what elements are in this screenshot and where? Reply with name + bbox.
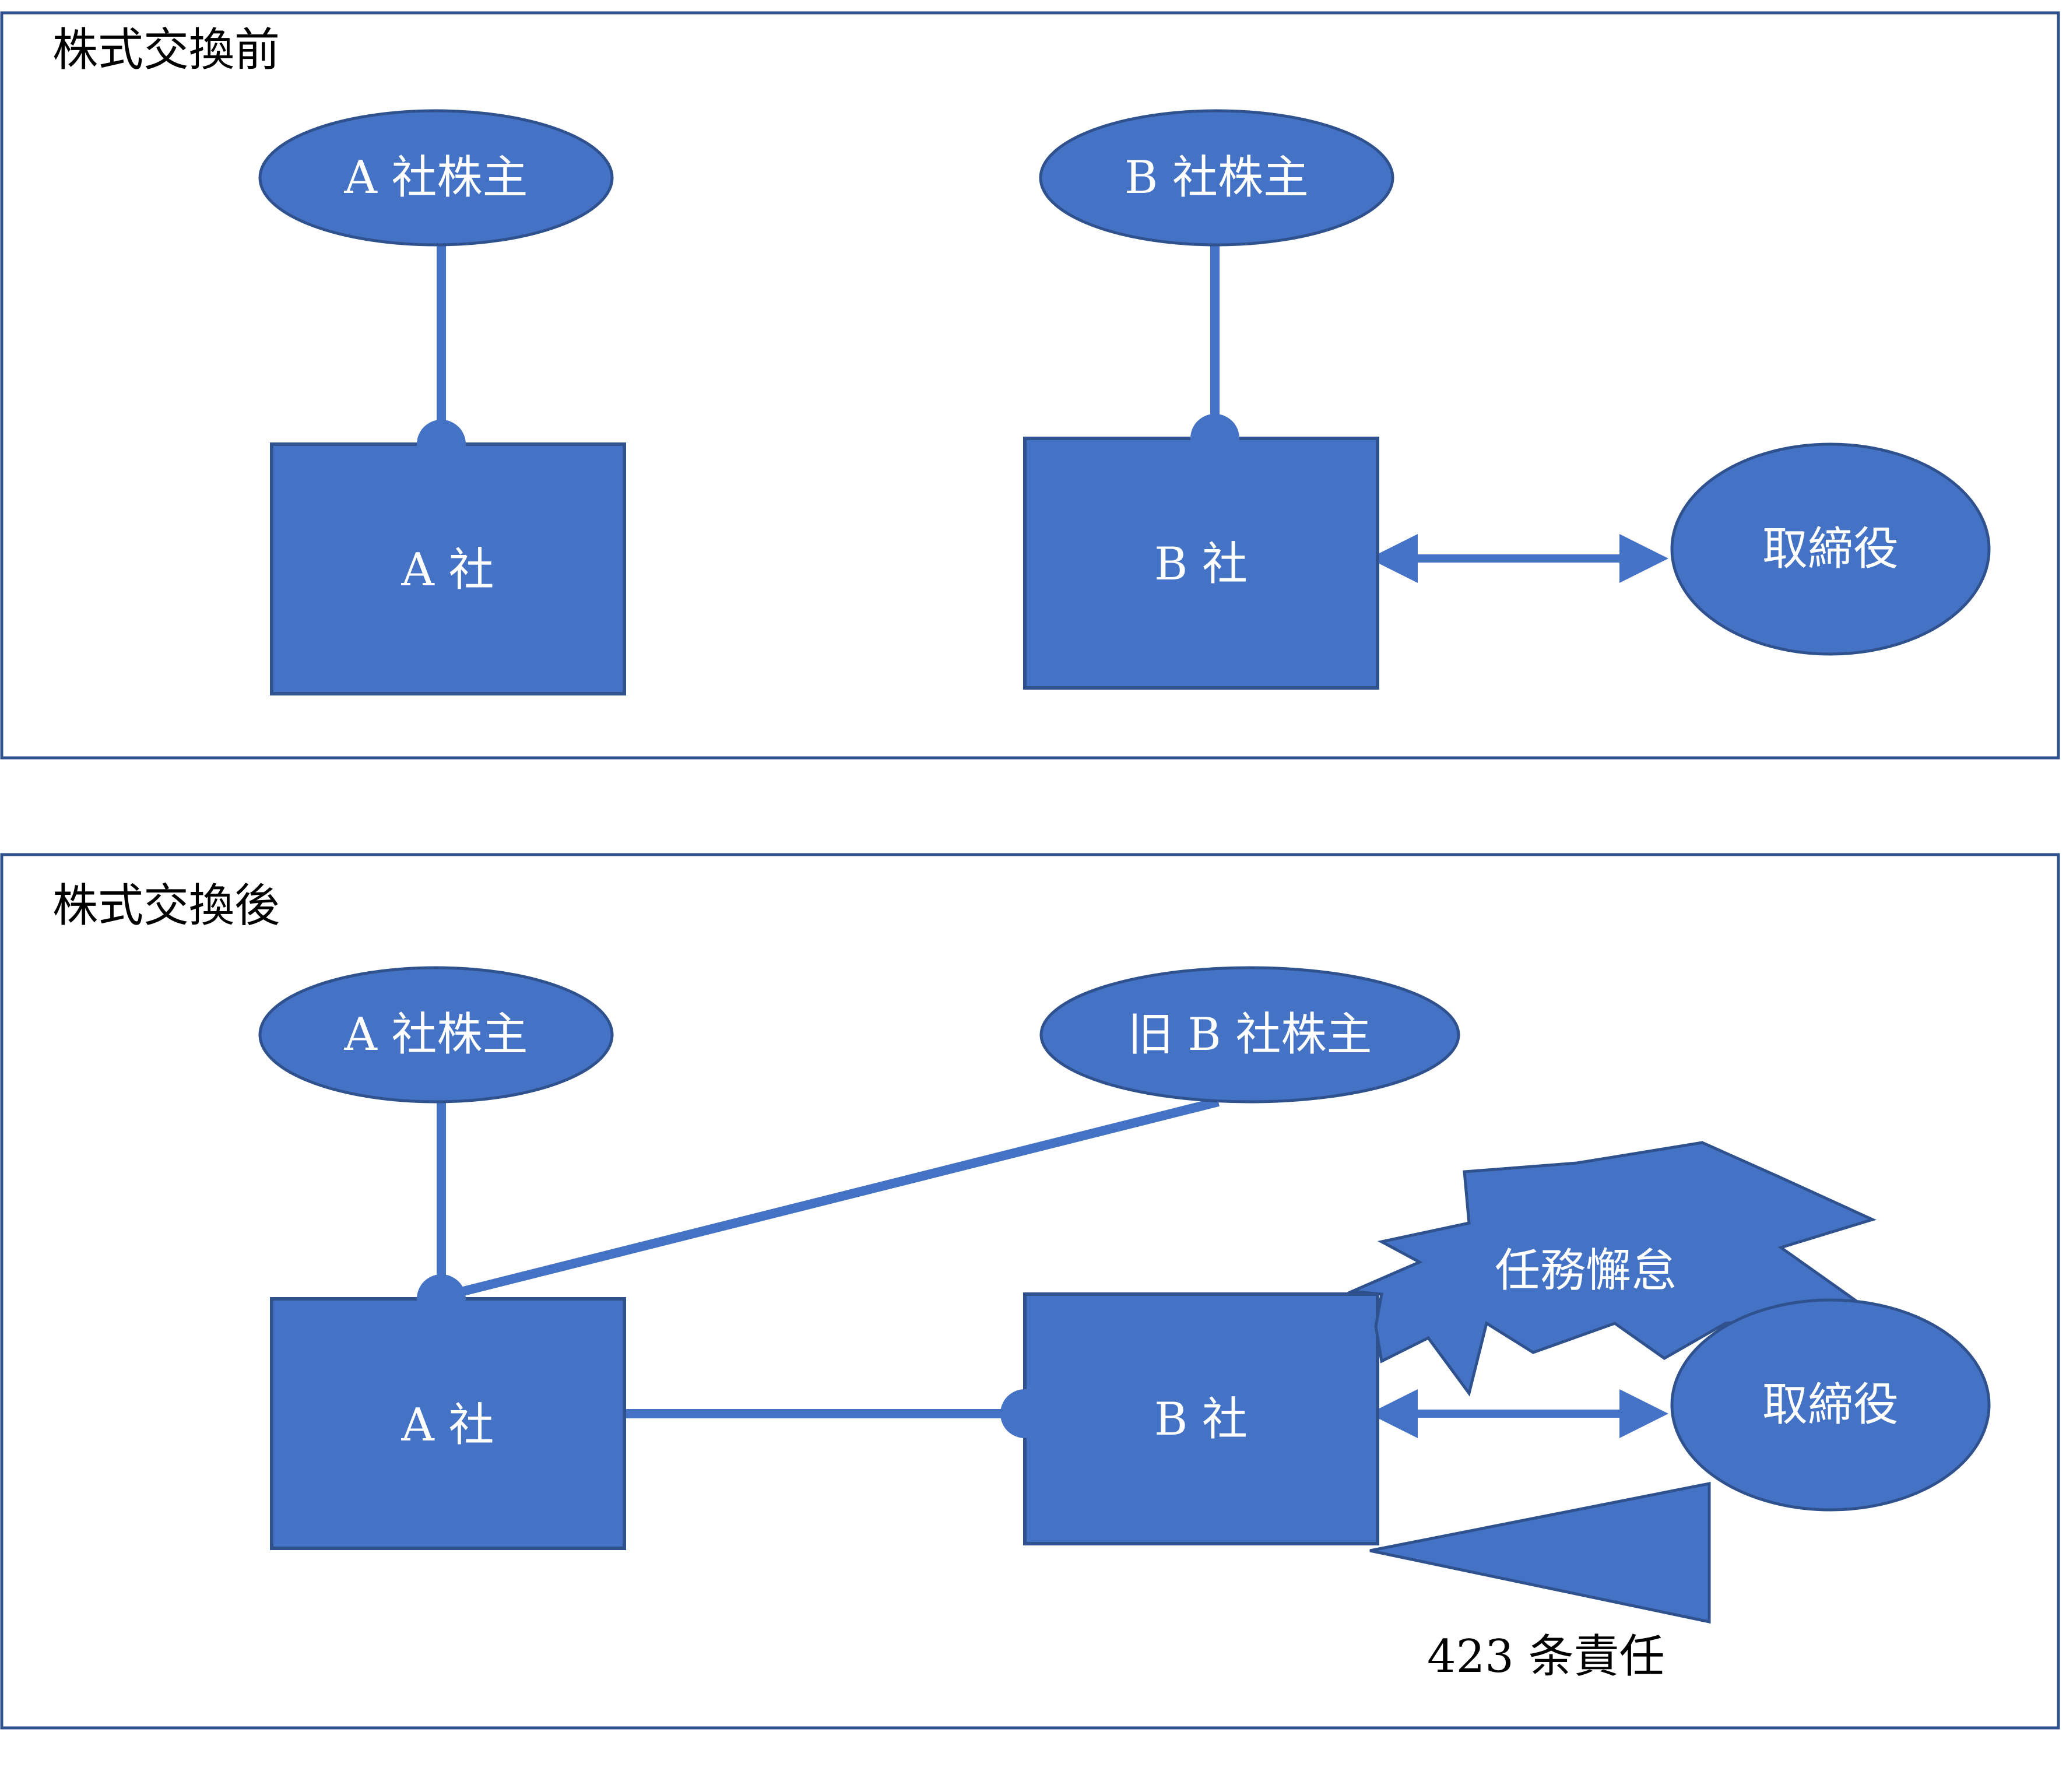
panel-before-title: 株式交換前 [52, 24, 280, 76]
b-shareholders-node: B 社株主 [1039, 109, 1394, 247]
a-company-connection-dot [417, 1274, 466, 1323]
directors-label: 取締役 [1762, 1379, 1899, 1431]
b-company-node: B 社 [1000, 1292, 1379, 1545]
b-company-label: B 社 [1154, 538, 1248, 591]
a-shareholders-label: A 社株主 [343, 1009, 528, 1061]
panel-before-frame [0, 11, 2060, 760]
b-shareholders-label: B 社株主 [1125, 152, 1309, 204]
b-company-connection-dot [1190, 414, 1239, 463]
neglect-burst-shape [1347, 1141, 1877, 1397]
directors-node: 取締役 [1670, 442, 1991, 656]
panel-after-title: 株式交換後 [52, 880, 280, 932]
b-company-connection-dot [1000, 1389, 1049, 1438]
a-company-label: A 社 [400, 1399, 494, 1452]
directors-label: 取締役 [1762, 523, 1899, 575]
neglect-burst-node: 任務懈怠 [1347, 1141, 1877, 1397]
panel-before: 株式交換前 A 社株主 B 社株主 A 社 B 社 [0, 11, 2060, 760]
neglect-burst-label: 任務懈怠 [1495, 1245, 1677, 1297]
a-company-connection-dot [417, 420, 466, 469]
liability-caption: 423 条責任 [1427, 1631, 1665, 1683]
a-company-node: A 社 [270, 420, 626, 695]
a-shareholders-label: A 社株主 [343, 152, 528, 204]
former-b-shareholders-node: 旧 B 社株主 [1039, 966, 1460, 1104]
a-company-node: A 社 [270, 1274, 626, 1550]
panel-after: 株式交換後 A 社株主 旧 B 社株主 A 社 B 社 [0, 853, 2060, 1730]
panel-after-frame [0, 853, 2060, 1730]
directors-node: 取締役 [1670, 1298, 1991, 1512]
connector-former-b-shareholders-to-a-company [451, 1097, 1220, 1299]
a-shareholders-node: A 社株主 [258, 966, 614, 1104]
b-company-node: B 社 [1023, 414, 1379, 690]
a-company-label: A 社 [400, 544, 494, 596]
former-b-shareholders-label: 旧 B 社株主 [1128, 1009, 1372, 1061]
b-company-label: B 社 [1154, 1393, 1248, 1446]
a-shareholders-node: A 社株主 [258, 109, 614, 247]
liability-wedge-arrow [1369, 1481, 1711, 1624]
